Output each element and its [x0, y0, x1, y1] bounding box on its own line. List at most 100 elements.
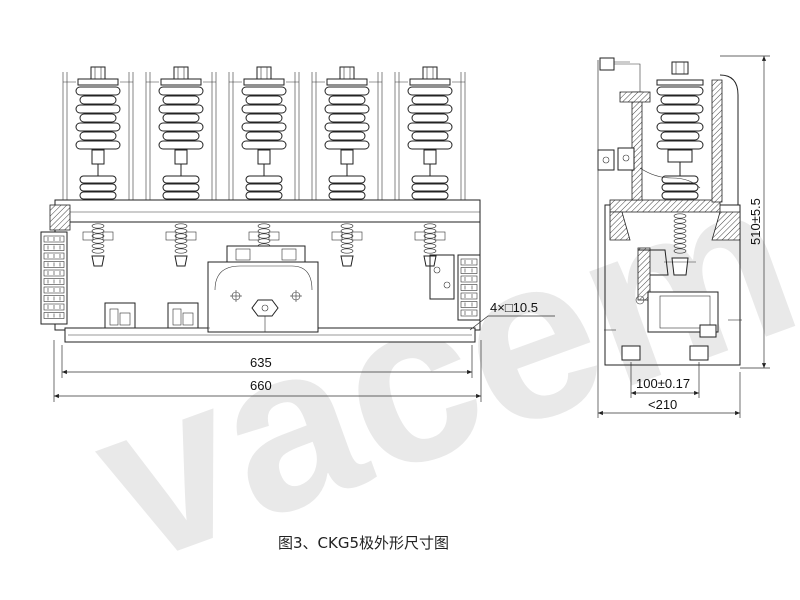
spring-coil: [91, 248, 105, 254]
interrupter-fin: [328, 113, 366, 123]
spring-coil: [423, 228, 437, 234]
spring-coil: [340, 238, 354, 244]
spring-coil: [673, 248, 687, 254]
interrupter-fin: [75, 140, 121, 150]
terminal-slot: [43, 286, 65, 294]
dim-line-660: [53, 340, 482, 402]
spring-coil: [91, 243, 105, 249]
spring-coil: [340, 233, 354, 239]
spring-coil: [91, 228, 105, 234]
spring-coil: [174, 243, 188, 249]
terminal-slot: [460, 267, 478, 274]
spring-coil: [91, 238, 105, 244]
right-terminal-block: [429, 254, 481, 321]
dim-label-510: 510±5.5: [748, 198, 763, 245]
spring-coil: [174, 223, 188, 229]
spring-coil: [174, 233, 188, 239]
terminal-slot: [460, 292, 478, 300]
spring-coil: [673, 238, 687, 244]
interrupter-fin: [656, 86, 704, 96]
interrupter-fin: [79, 131, 117, 141]
bellows-ring: [411, 183, 449, 192]
dim-label-210: <210: [648, 397, 677, 412]
terminal-slot: [43, 261, 65, 268]
side-spring: [673, 213, 687, 254]
spring-coil: [340, 248, 354, 254]
spring-coil: [673, 223, 687, 229]
interrupter-fin: [158, 104, 204, 114]
interrupter-fin: [324, 104, 370, 114]
bellows-ring: [245, 175, 283, 184]
auxiliary-switch-left: [104, 302, 136, 329]
spring-coil: [340, 243, 354, 249]
interrupter-fin: [407, 104, 453, 114]
interrupter-fin: [245, 113, 283, 123]
interrupter-fin: [411, 113, 449, 123]
interrupter-fin: [660, 131, 700, 141]
spring-coil: [340, 223, 354, 229]
interrupter-fin: [158, 140, 204, 150]
interrupter-fin: [158, 122, 204, 132]
bellows-ring: [162, 175, 200, 184]
bellows-ring: [411, 175, 449, 184]
spring-coil: [340, 228, 354, 234]
interrupter-fin: [411, 95, 449, 105]
side-cable: [639, 167, 701, 189]
interrupter-fin: [79, 113, 117, 123]
interrupter-fin: [656, 122, 704, 132]
dim-label-635: 635: [250, 355, 272, 370]
interrupter-fin: [660, 113, 700, 123]
interrupter-fin: [75, 86, 121, 96]
interrupter-fin: [162, 95, 200, 105]
terminal-slot: [460, 284, 478, 291]
bellows-ring: [79, 175, 117, 184]
spring-coil: [673, 218, 687, 224]
spring-coil: [673, 213, 687, 219]
top-bar: [54, 199, 481, 223]
pole-group: [62, 66, 466, 267]
figure-caption: 图3、CKG5极外形尺寸图: [278, 534, 449, 552]
bellows-ring: [661, 175, 699, 184]
interrupter-fin: [328, 95, 366, 105]
terminal-slot: [43, 278, 65, 285]
bellows-ring: [79, 191, 117, 200]
spring-coil: [257, 238, 271, 244]
bellows-ring: [328, 175, 366, 184]
interrupter-fin: [324, 140, 370, 150]
spring-coil: [91, 223, 105, 229]
spring-coil: [174, 228, 188, 234]
side-electromagnet: [604, 247, 742, 361]
spring-coil: [257, 228, 271, 234]
side-view: 510±5.5 100±0.17 <210: [597, 55, 770, 418]
terminal-slot: [43, 269, 65, 277]
bellows-ring: [661, 191, 699, 200]
terminal-slot: [43, 303, 65, 311]
pole-5: [394, 66, 466, 267]
terminal-slot: [43, 252, 65, 260]
interrupter-fin: [411, 131, 449, 141]
dim-line-100: [630, 362, 700, 398]
side-terminal-block: [597, 147, 635, 171]
spring-coil: [257, 233, 271, 239]
terminal-slot: [460, 258, 478, 266]
hole-leader: [469, 315, 555, 331]
terminal-slot: [43, 312, 65, 319]
front-view: 635 660 4×□10.5: [40, 66, 555, 402]
interrupter-fin: [162, 113, 200, 123]
bellows-ring: [162, 183, 200, 192]
bellows-ring: [328, 191, 366, 200]
spring-coil: [257, 223, 271, 229]
dim-line-510: [720, 55, 770, 369]
pole-2: [145, 66, 217, 267]
pole-4: [311, 66, 383, 267]
bellows-ring: [328, 183, 366, 192]
interrupter-fin: [79, 95, 117, 105]
interrupter-fin: [241, 86, 287, 96]
side-upper-bracket: [609, 199, 721, 213]
electromagnet-assembly: [207, 245, 319, 333]
interrupter-fin: [241, 104, 287, 114]
dim-label-100: 100±0.17: [636, 376, 690, 391]
interrupter-fin: [241, 122, 287, 132]
interrupter-fin: [656, 140, 704, 150]
